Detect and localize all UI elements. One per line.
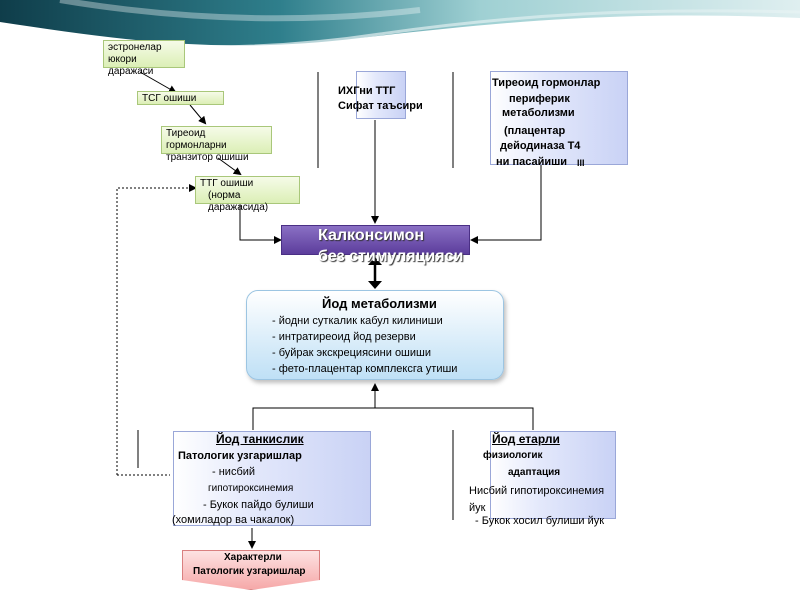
sufficiency-line4: йук xyxy=(469,502,486,514)
iodine-metabolism-title: Йод метаболизми xyxy=(322,296,437,311)
deficiency-title: Йод танкислик xyxy=(216,432,304,446)
ihg-box xyxy=(356,71,406,119)
thyroid-line3: метаболизми xyxy=(502,107,575,119)
ihg-line2: Сифат таъсири xyxy=(338,100,423,112)
thyroid-line4: (плацентар xyxy=(504,125,566,137)
thyroid-transitory-line1: Тиреоид гормонларни xyxy=(166,128,227,151)
gland-stimulation-line2: без стимуляцияси xyxy=(318,248,464,265)
deficiency-line3: - Букок пайдо булиши xyxy=(203,499,314,511)
iodine-metabolism-box xyxy=(246,290,504,380)
gland-stimulation-line1: Калконсимон xyxy=(318,227,425,244)
pathology-box xyxy=(182,550,320,590)
tsg-text: ТСГ ошиши xyxy=(142,93,197,104)
deficiency-line4: (хомиладор ва чакалок) xyxy=(172,514,295,526)
sufficiency-line2: адаптация xyxy=(508,467,561,478)
iodine-item: - фето-плацентар комплексга утиши xyxy=(272,363,458,375)
ttg-line2: (норма даражасида) xyxy=(208,190,269,213)
pathology-line1: Характерли xyxy=(224,552,282,563)
estrogen-line1: эстронелар xyxy=(108,42,162,53)
sufficiency-line5: - Букок хосил булиши йук xyxy=(475,515,605,527)
pathology-line2: Патологик узгаришлар xyxy=(193,566,306,577)
thyroid-metabolism-box xyxy=(490,71,628,165)
thyroid-line5: дейодиназа Т4 xyxy=(500,140,581,152)
iodine-item: - йодни суткалик кабул килиниши xyxy=(272,315,443,327)
iodine-item: - интратиреоид йод резерви xyxy=(272,331,416,343)
ttg-box: ТТГ ошиши (норма даражасида) xyxy=(195,176,300,213)
sufficiency-title: Йод етарли xyxy=(492,432,560,446)
estrogen-box: эстронелар юкори даражаси xyxy=(103,40,185,77)
thyroid-line1: Тиреоид гормонлар xyxy=(492,77,601,89)
deficiency-line1: - нисбий xyxy=(212,466,256,478)
iodine-sufficiency-box xyxy=(490,431,616,519)
thyroid-sub: III xyxy=(577,158,585,168)
ttg-line1: ТТГ ошиши xyxy=(200,178,254,189)
thyroid-transitory-box: Тиреоид гормонларни транзитор ошиши xyxy=(161,126,272,163)
thyroid-line2: периферик xyxy=(509,93,570,105)
thyroid-line6: ни пасайиши xyxy=(496,156,568,168)
deficiency-subtitle: Патологик узгаришлар xyxy=(178,450,302,462)
estrogen-line2: юкори даражаси xyxy=(108,54,154,77)
deficiency-line2: гипотироксинемия xyxy=(208,483,294,494)
tsg-box: ТСГ ошиши xyxy=(137,91,224,105)
sufficiency-line1: физиологик xyxy=(483,450,543,461)
thyroid-transitory-line2: транзитор ошиши xyxy=(166,152,249,163)
gland-stimulation-box xyxy=(281,225,470,255)
ihg-line1: ИХГни ТТГ xyxy=(338,85,396,97)
iodine-deficiency-box xyxy=(173,431,371,526)
iodine-item: - буйрак экскрециясини ошиши xyxy=(272,347,432,359)
sufficiency-line3: Нисбий гипотироксинемия xyxy=(469,485,605,497)
